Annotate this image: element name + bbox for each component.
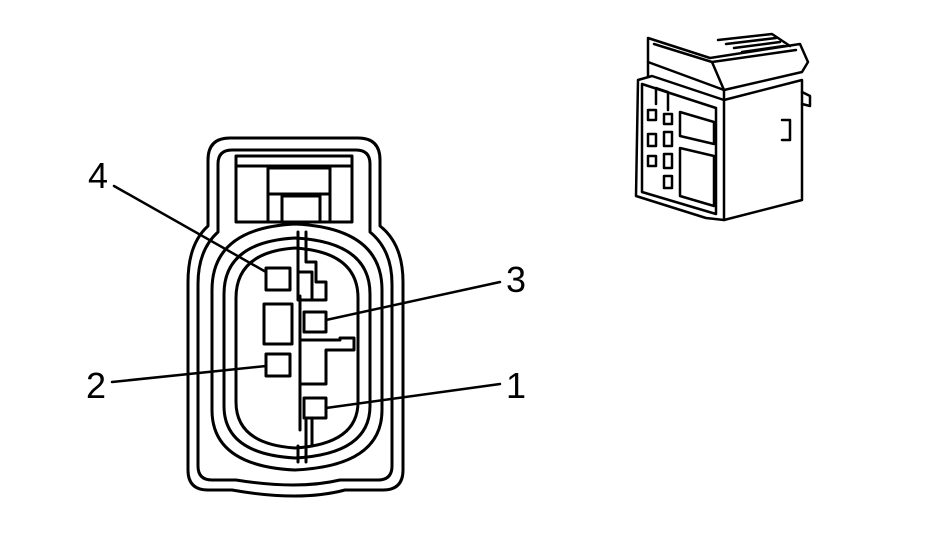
pin-1-cavity bbox=[302, 396, 328, 420]
seal-inner bbox=[222, 236, 372, 460]
seal-outer bbox=[210, 222, 384, 472]
connector-isometric-view bbox=[634, 32, 812, 222]
pin-label-2: 2 bbox=[86, 365, 106, 406]
leader-line-3 bbox=[324, 280, 502, 322]
pin-label-1: 1 bbox=[506, 365, 526, 406]
connector-housing-inner-outline bbox=[196, 148, 394, 487]
leader-line-1 bbox=[324, 382, 502, 410]
terminal-cavity-area bbox=[234, 246, 360, 450]
pin-4-cavity bbox=[264, 266, 292, 292]
locking-latch bbox=[234, 154, 354, 224]
pin-label-3: 3 bbox=[506, 259, 526, 300]
connector-housing-outline bbox=[186, 136, 405, 498]
pin-label-4: 4 bbox=[88, 155, 108, 196]
connector-face-view: 4 3 2 1 bbox=[86, 136, 526, 498]
pin-2-cavity bbox=[264, 352, 292, 378]
leader-line-2 bbox=[110, 364, 268, 384]
leader-line-4 bbox=[112, 184, 268, 274]
iso-top-face bbox=[646, 36, 810, 92]
cavity-walls bbox=[262, 230, 356, 464]
iso-side-face bbox=[722, 78, 804, 222]
pin-3-cavity bbox=[302, 310, 328, 334]
